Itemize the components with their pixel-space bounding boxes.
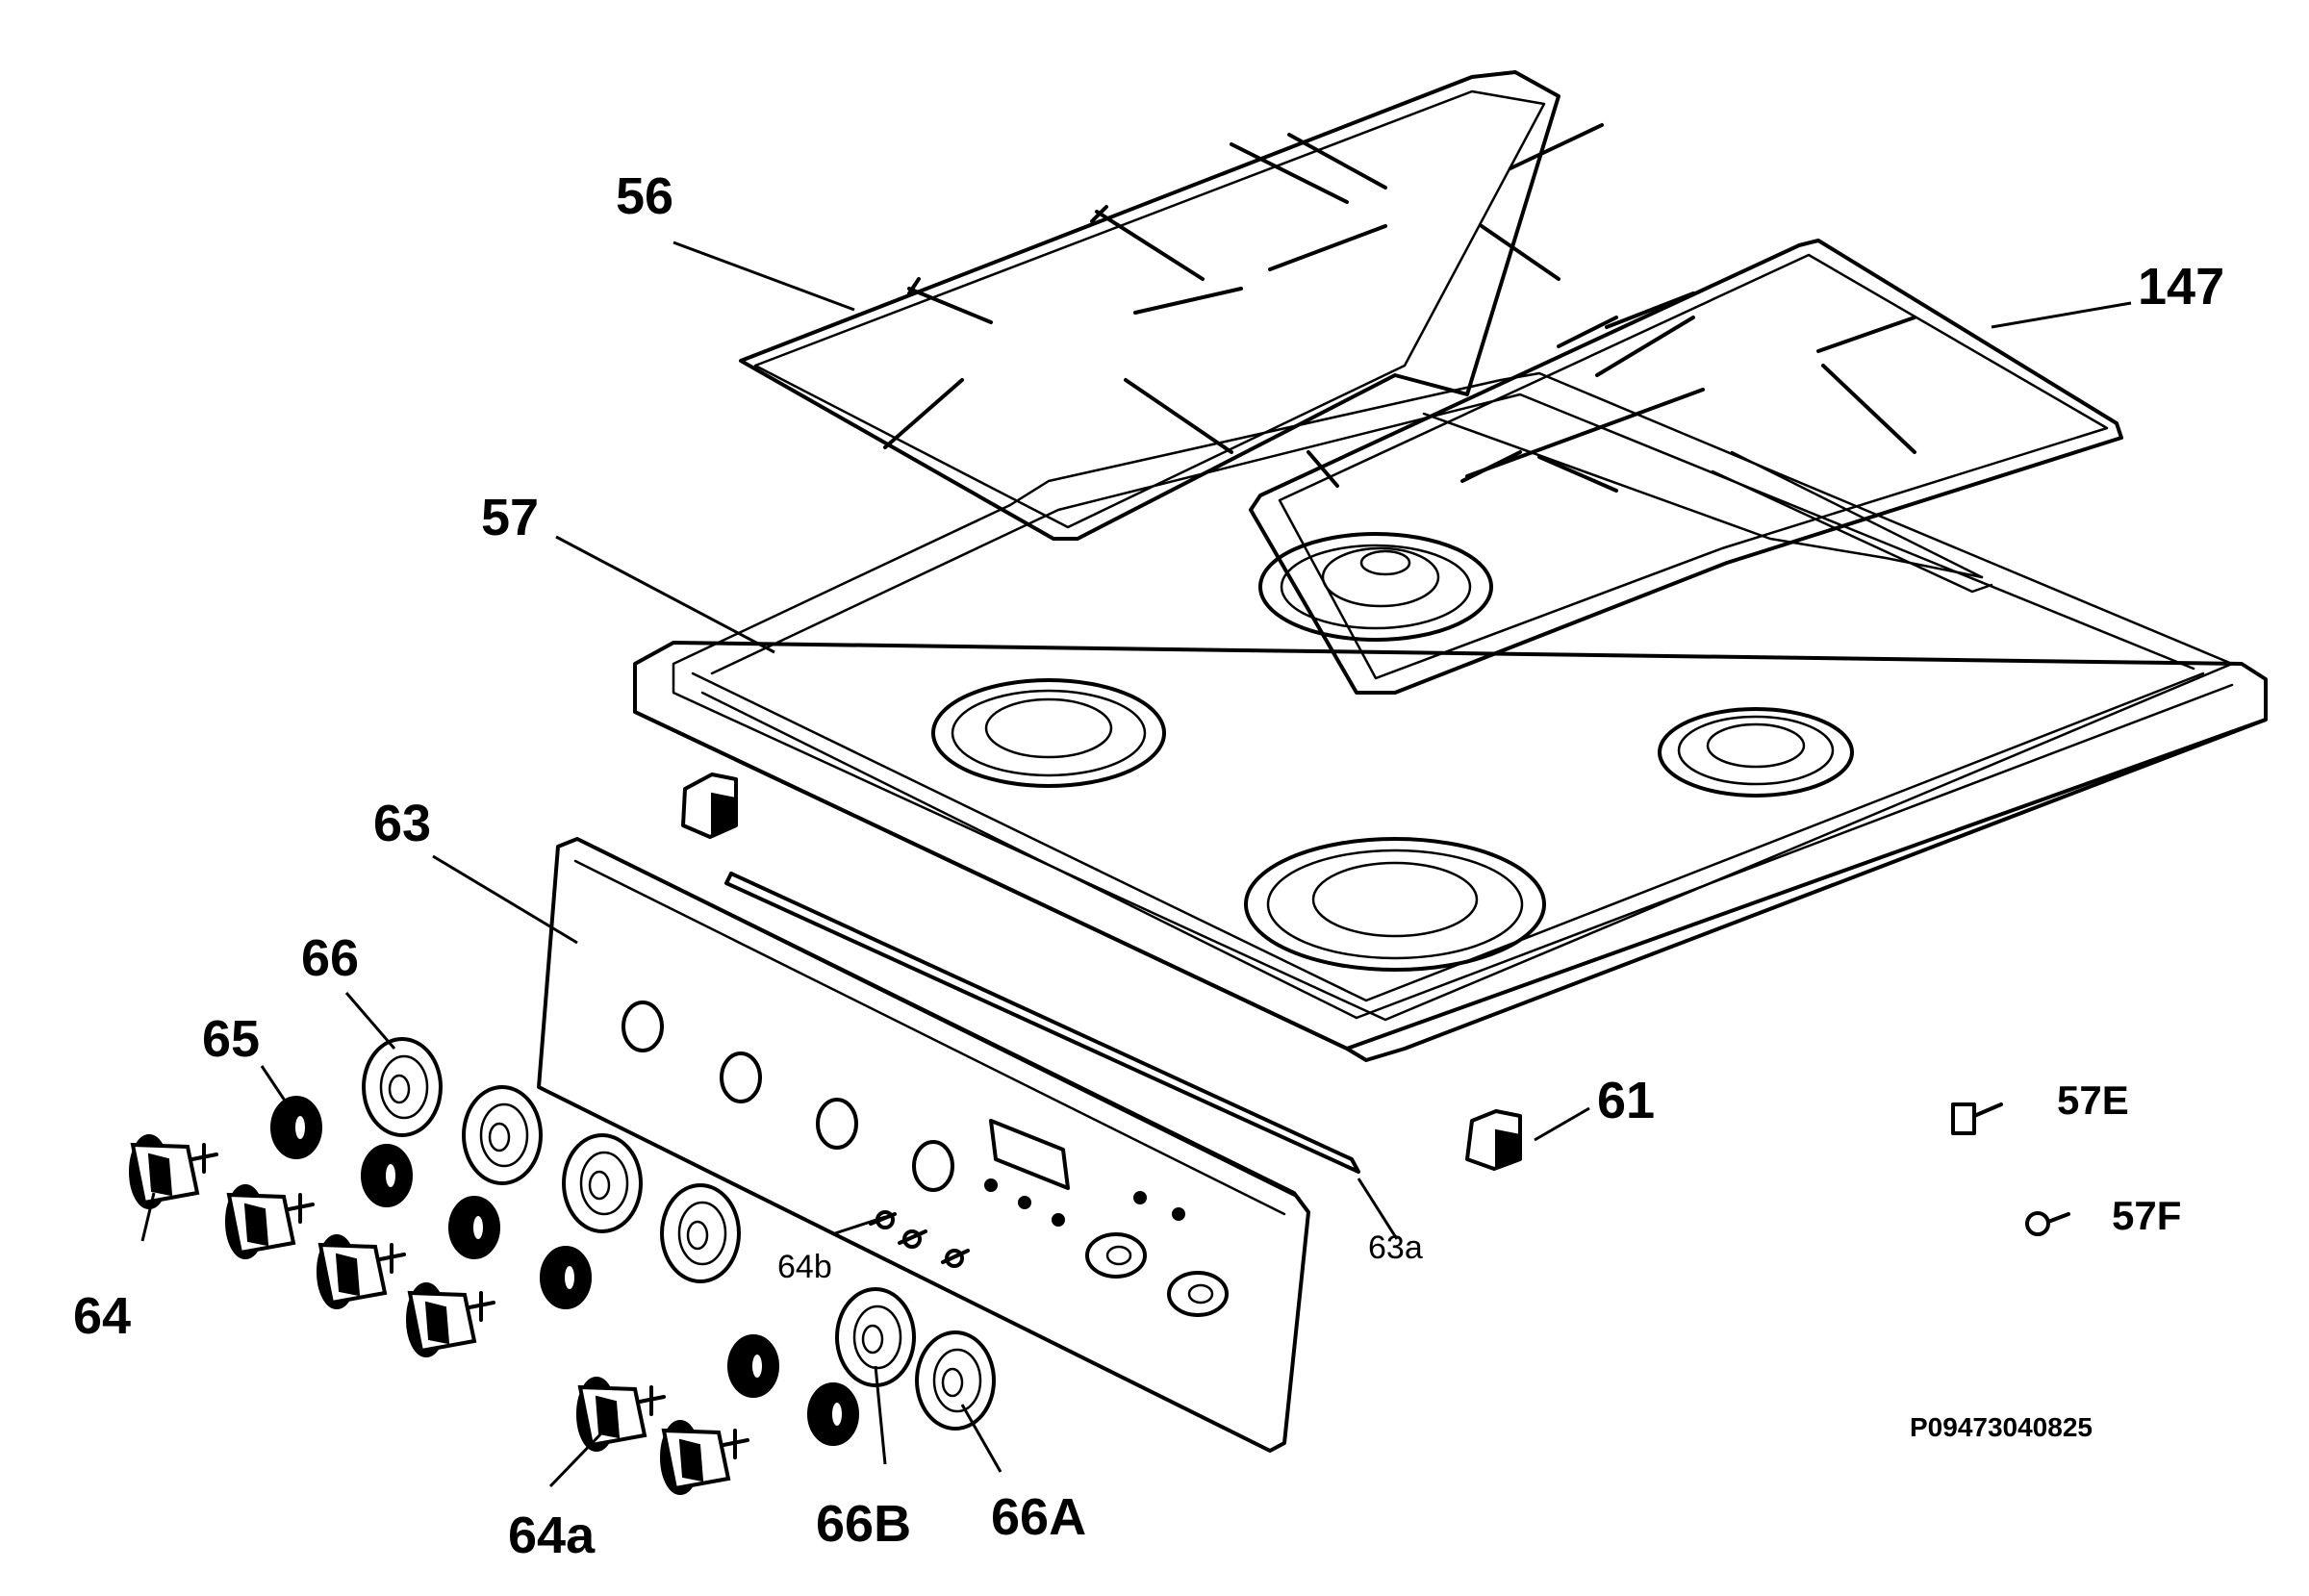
drawing-code: P09473040825 xyxy=(1910,1412,2093,1442)
callout-56: 56 xyxy=(616,167,673,225)
callout-147: 147 xyxy=(2138,258,2224,316)
leader-lines xyxy=(140,241,2132,1488)
callout-64: 64 xyxy=(73,1287,131,1345)
callout-61: 61 xyxy=(1597,1072,1655,1129)
callout-66: 66 xyxy=(301,929,359,987)
knob-2 xyxy=(225,1184,315,1259)
bezel-1 xyxy=(362,1037,443,1137)
fixing-clip-right xyxy=(1465,1109,1522,1171)
knob-1 xyxy=(129,1134,218,1209)
callout-57f: 57F xyxy=(2112,1193,2181,1238)
callout-65: 65 xyxy=(202,1010,260,1068)
part-57e xyxy=(1951,1102,2003,1135)
knob-spacers xyxy=(270,1096,859,1446)
callout-64a: 64a xyxy=(508,1507,596,1564)
pan-support-right xyxy=(1249,239,2123,695)
bezel-66a xyxy=(915,1330,996,1431)
knob-3 xyxy=(317,1234,406,1309)
control-knobs xyxy=(129,1134,749,1495)
trim-strip xyxy=(724,872,1360,1174)
hob-top-panel xyxy=(633,371,2268,1062)
callout-63: 63 xyxy=(373,795,431,852)
callout-64b: 64b xyxy=(777,1249,832,1285)
callout-57: 57 xyxy=(481,489,539,546)
callout-63a: 63a xyxy=(1368,1229,1423,1266)
knob-4 xyxy=(406,1282,495,1357)
knob-5 xyxy=(576,1377,666,1452)
bezel-4 xyxy=(660,1183,741,1283)
bezel-3 xyxy=(562,1133,643,1233)
knob-bezels xyxy=(362,1037,996,1431)
control-panel xyxy=(537,837,1310,1453)
callout-66b: 66B xyxy=(816,1495,911,1553)
bezel-2 xyxy=(462,1085,543,1185)
knob-6 xyxy=(660,1420,749,1495)
callout-57e: 57E xyxy=(2057,1077,2129,1123)
part-57f xyxy=(2025,1211,2070,1236)
bezel-66b xyxy=(835,1287,916,1387)
callout-66a: 66A xyxy=(991,1488,1086,1546)
fixing-clip-left xyxy=(681,773,738,839)
pan-support-left xyxy=(739,70,1604,541)
